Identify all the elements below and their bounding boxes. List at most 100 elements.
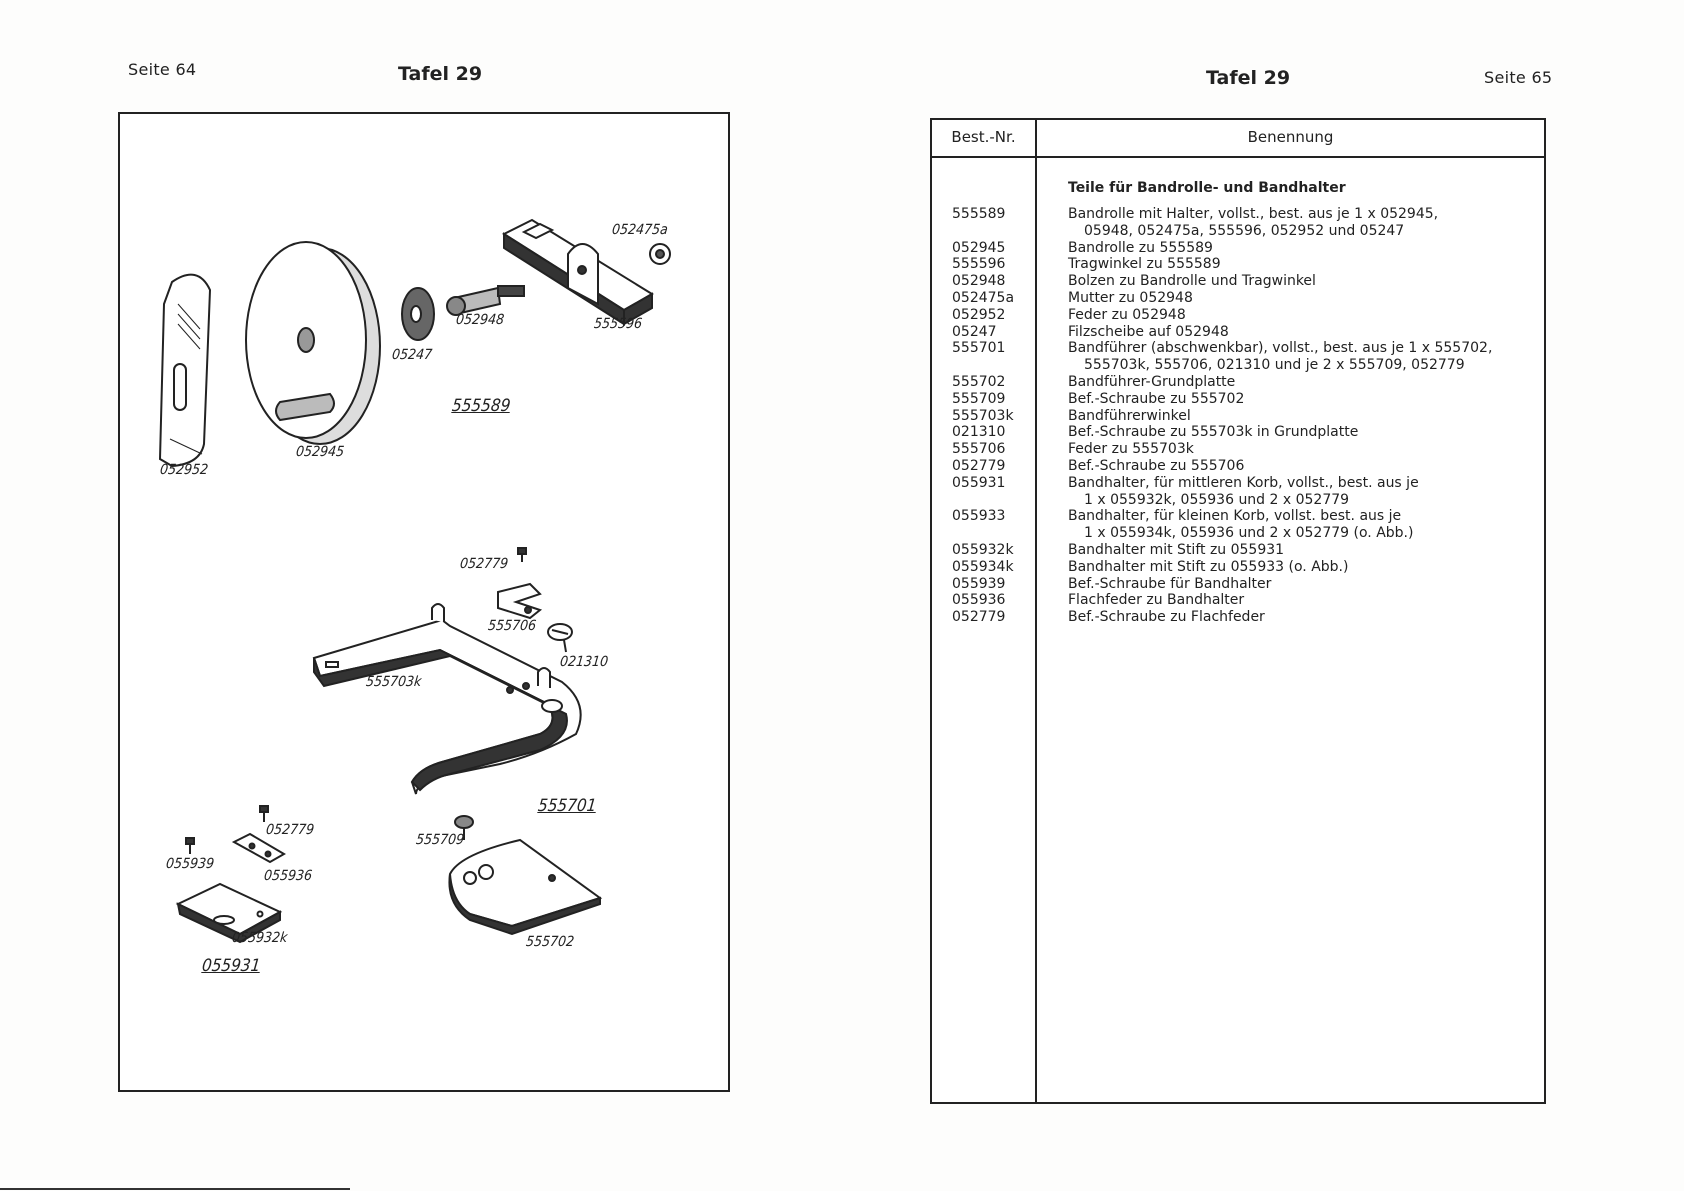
description-line: Bef.-Schraube zu Flachfeder — [1068, 609, 1265, 626]
part-description: Bolzen zu Bandrolle und Tragwinkel — [1035, 273, 1544, 290]
column-divider — [1035, 120, 1037, 1102]
part-description: Bandführer (abschwenkbar), vollst., best… — [1035, 340, 1544, 374]
part-description: Bandführerwinkel — [1035, 408, 1544, 425]
description-line: Bandhalter mit Stift zu 055933 (o. Abb.) — [1068, 558, 1349, 575]
spring-part-drawing — [158, 273, 212, 468]
table-row: 05247 Filzscheibe auf 052948 — [932, 324, 1544, 341]
part-number: 555589 — [952, 206, 1006, 222]
table-row: 055934k Bandhalter mit Stift zu 055933 (o… — [932, 559, 1544, 576]
part-description: Feder zu 052948 — [1035, 307, 1544, 324]
screw-052779-low-drawing — [259, 805, 269, 822]
parts-figure: 052952 052945 05247 052948 052475a 55559… — [118, 112, 730, 1092]
tape-reel-drawing — [245, 241, 381, 445]
callout-555701: 555701 — [536, 796, 598, 816]
part-number: 555596 — [952, 256, 1006, 273]
screw-555709-drawing — [454, 815, 474, 840]
left-page-number: Seite 64 — [128, 60, 197, 79]
right-plate-title: Tafel 29 — [1206, 67, 1291, 89]
part-description: Bef.-Schraube zu 555706 — [1035, 458, 1544, 475]
part-description: Bandrolle mit Halter, vollst., best. aus… — [1035, 206, 1544, 240]
table-row: 555709 Bef.-Schraube zu 555702 — [932, 391, 1544, 408]
description-line: Flachfeder zu Bandhalter — [1068, 592, 1245, 609]
callout-055939: 055939 — [165, 856, 215, 872]
callout-052952: 052952 — [159, 462, 209, 478]
callout-052945: 052945 — [295, 444, 345, 460]
part-description: Bandhalter mit Stift zu 055933 (o. Abb.) — [1035, 559, 1544, 576]
bracket-drawing — [501, 218, 654, 326]
callout-555709: 555709 — [415, 832, 465, 848]
part-description: Bandhalter mit Stift zu 055931 — [1035, 542, 1544, 559]
spring-555706-drawing — [497, 582, 543, 620]
part-description: Mutter zu 052948 — [1035, 290, 1544, 307]
table-row: 052945 Bandrolle zu 555589 — [932, 240, 1544, 257]
description-line: Bef.-Schraube zu 555706 — [1068, 457, 1245, 474]
part-description: Bandrolle zu 555589 — [1035, 240, 1544, 257]
callout-555589: 555589 — [450, 396, 512, 416]
part-number: 555703k — [952, 407, 1014, 424]
description-line: Bef.-Schraube für Bandhalter — [1068, 575, 1272, 592]
flat-spring-055936-drawing — [231, 832, 286, 864]
description-line: Bandhalter mit Stift zu 055931 — [1068, 541, 1285, 558]
table-row: 555701 Bandführer (abschwenkbar), vollst.… — [932, 340, 1544, 374]
part-number: 052779 — [952, 609, 1006, 626]
description-line: 1 x 055934k, 055936 und 2 x 052779 (o. A… — [1084, 525, 1414, 542]
screw-055939-drawing — [185, 837, 195, 854]
section-title: Teile für Bandrolle- und Bandhalter — [1068, 180, 1346, 196]
part-description: Tragwinkel zu 555589 — [1035, 256, 1544, 273]
description-line: 555703k, 555706, 021310 und je 2 x 55570… — [1084, 357, 1465, 374]
part-number: 055934k — [952, 558, 1014, 575]
callout-555596: 555596 — [593, 316, 643, 332]
description-line: Tragwinkel zu 555589 — [1068, 256, 1221, 273]
column-header-order-number: Best.-Nr. — [951, 128, 1016, 146]
table-row: 052779 Bef.-Schraube zu Flachfeder — [932, 609, 1544, 626]
screw-021310-drawing — [547, 623, 573, 653]
part-number: 052475a — [952, 289, 1015, 306]
callout-555703k: 555703k — [365, 674, 423, 690]
table-row: 555589 Bandrolle mit Halter, vollst., bes… — [932, 206, 1544, 240]
part-description: Flachfeder zu Bandhalter — [1035, 592, 1544, 609]
nut-drawing — [649, 243, 671, 265]
description-line: Feder zu 555703k — [1068, 441, 1194, 458]
part-number: 555709 — [952, 390, 1006, 407]
description-line: Feder zu 052948 — [1068, 306, 1186, 323]
part-description: Bandhalter, für mittleren Korb, vollst.,… — [1035, 475, 1544, 509]
parts-drawing — [158, 218, 671, 944]
callout-052948: 052948 — [455, 312, 505, 328]
description-line: Filzscheibe auf 052948 — [1068, 323, 1229, 340]
description-line: Bandführerwinkel — [1068, 407, 1191, 424]
callout-05247: 05247 — [391, 347, 433, 363]
part-description: Feder zu 555703k — [1035, 441, 1544, 458]
part-number: 052945 — [952, 239, 1006, 256]
description-line: Bolzen zu Bandrolle und Tragwinkel — [1068, 273, 1316, 290]
callout-555702: 555702 — [525, 934, 575, 950]
part-number: 05247 — [952, 323, 997, 340]
header-rule — [932, 156, 1544, 158]
part-number: 055933 — [952, 508, 1006, 525]
left-plate-title: Tafel 29 — [398, 63, 483, 85]
callout-021310: 021310 — [559, 654, 609, 670]
description-line: Bandrolle mit Halter, vollst., best. aus… — [1068, 206, 1439, 222]
description-line: Bandrolle zu 555589 — [1068, 239, 1213, 256]
part-number: 555701 — [952, 340, 1006, 357]
guide-angle-drawing — [312, 603, 582, 795]
callout-052475a: 052475a — [611, 222, 669, 238]
callout-055932k: 055932k — [231, 930, 289, 946]
part-description: Bef.-Schraube zu 555702 — [1035, 391, 1544, 408]
part-description: Bef.-Schraube zu 555703k in Grundplatte — [1035, 424, 1544, 441]
table-row: 555596 Tragwinkel zu 555589 — [932, 256, 1544, 273]
right-page-number: Seite 65 — [1484, 68, 1553, 87]
description-line: Bandführer (abschwenkbar), vollst., best… — [1068, 340, 1493, 357]
bolt-drawing — [446, 285, 525, 316]
callout-055936: 055936 — [263, 868, 313, 884]
description-line: Bandhalter, für mittleren Korb, vollst.,… — [1068, 474, 1419, 491]
